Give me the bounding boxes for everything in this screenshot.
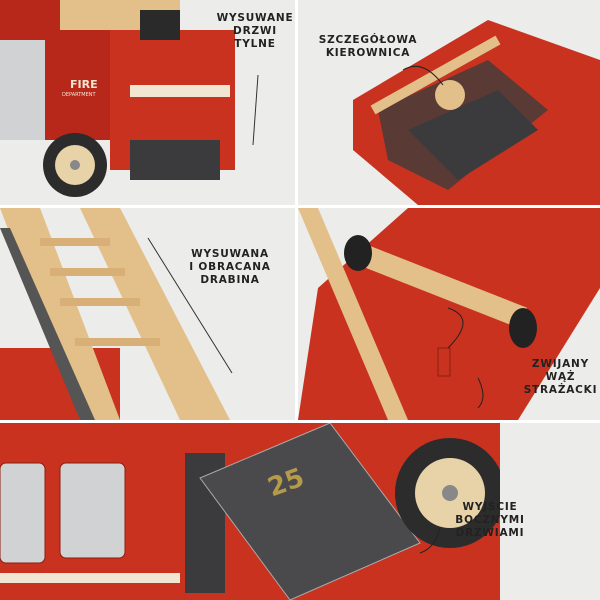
truck-fire-label: FIRE [70,78,98,91]
caption-ladder: WYSUWANA I OBRACANA DRABINA [180,248,280,287]
panel-side-door: 25 WYJŚCIE BOCZNYMI DRZWIAMI [0,423,600,600]
caption-line: WĄŻ [545,371,576,383]
caption-steering: SZCZEGÓŁOWA KIEROWNICA [308,34,428,60]
caption-line: WYSUWANE [216,12,294,24]
steering-photo [353,20,600,205]
rear-door-photo [0,0,259,197]
caption-line: SZCZEGÓŁOWA [318,34,418,46]
caption-side-door: WYJŚCIE BOCZNYMI DRZWIAMI [440,501,540,540]
caption-line: WYJŚCIE [462,501,518,513]
caption-line: DRABINA [200,274,260,286]
panel-ladder: WYSUWANA I OBRACANA DRABINA [0,208,295,420]
caption-line: WYSUWANA [191,248,269,260]
caption-line: ZWIJANY [531,358,590,370]
caption-line: I OBRACANA [189,261,271,273]
hose-photo [298,208,600,420]
ladder-photo [0,208,233,420]
caption-line: TYLNE [234,38,276,50]
caption-line: DRZWI [233,25,277,37]
panel-rear-door: WYSUWANE DRZWI TYLNE [0,0,295,205]
caption-line: STRAŻACKI [523,384,598,396]
caption-hose: ZWIJANY WĄŻ STRAŻACKI [523,358,598,397]
side-door-photo [0,423,600,600]
caption-line: DRZWIAMI [455,527,525,539]
panel-steering: SZCZEGÓŁOWA KIEROWNICA [298,0,600,205]
caption-line: KIEROWNICA [325,47,411,59]
panel-hose: ZWIJANY WĄŻ STRAŻACKI [298,208,600,420]
caption-line: BOCZNYMI [455,514,525,526]
truck-dept-label: DEPARTMENT [62,92,96,98]
caption-rear-door: WYSUWANE DRZWI TYLNE [215,12,295,51]
